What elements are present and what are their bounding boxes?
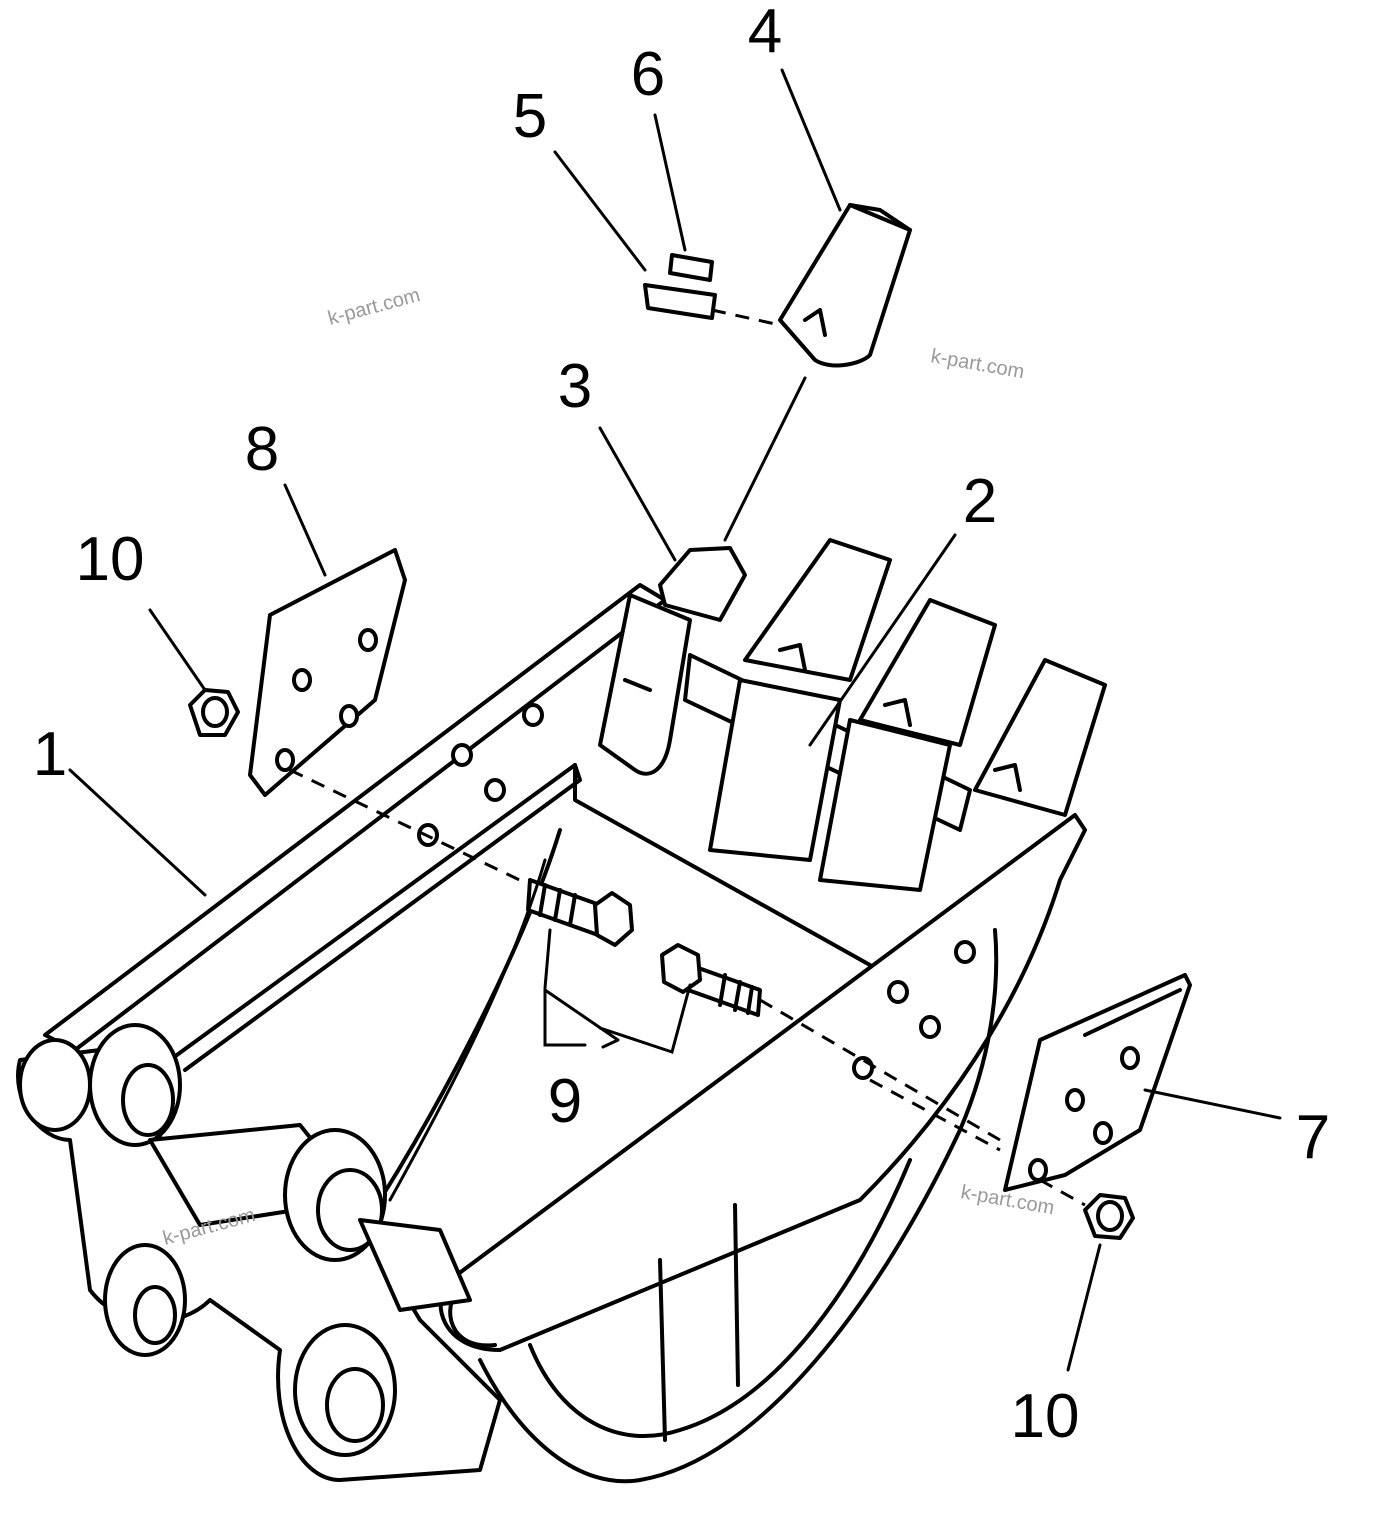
assembly-lines [289,308,1086,1207]
callout-1: 1 [33,720,67,789]
watermark-2: k-part.com [929,345,1026,383]
callout-3: 3 [558,352,592,421]
watermark-1: k-part.com [326,284,423,330]
bolt-upper [526,878,634,947]
side-cutter-right [1003,973,1192,1192]
nut-left [188,688,240,737]
bucket-teeth [598,538,1107,892]
pin-bosses [16,1023,502,1482]
callout-8: 8 [245,415,279,484]
callout-5: 5 [513,82,547,151]
side-cutter-left [248,548,407,797]
callout-9: 9 [548,1067,582,1136]
callout-7: 7 [1296,1103,1330,1172]
leader-lines [68,68,1282,1372]
callout-10-left: 10 [76,525,145,594]
callout-2: 2 [963,467,997,536]
callout-4: 4 [748,0,782,66]
nut-right [1083,1193,1135,1240]
callout-labels: 1 2 3 4 5 6 7 8 9 10 10 [33,0,1330,1451]
pin-and-lock [643,253,717,320]
bolt-lower [660,943,762,1017]
callout-6: 6 [631,40,665,109]
callout-10-right: 10 [1011,1382,1080,1451]
loose-tooth [778,203,912,368]
